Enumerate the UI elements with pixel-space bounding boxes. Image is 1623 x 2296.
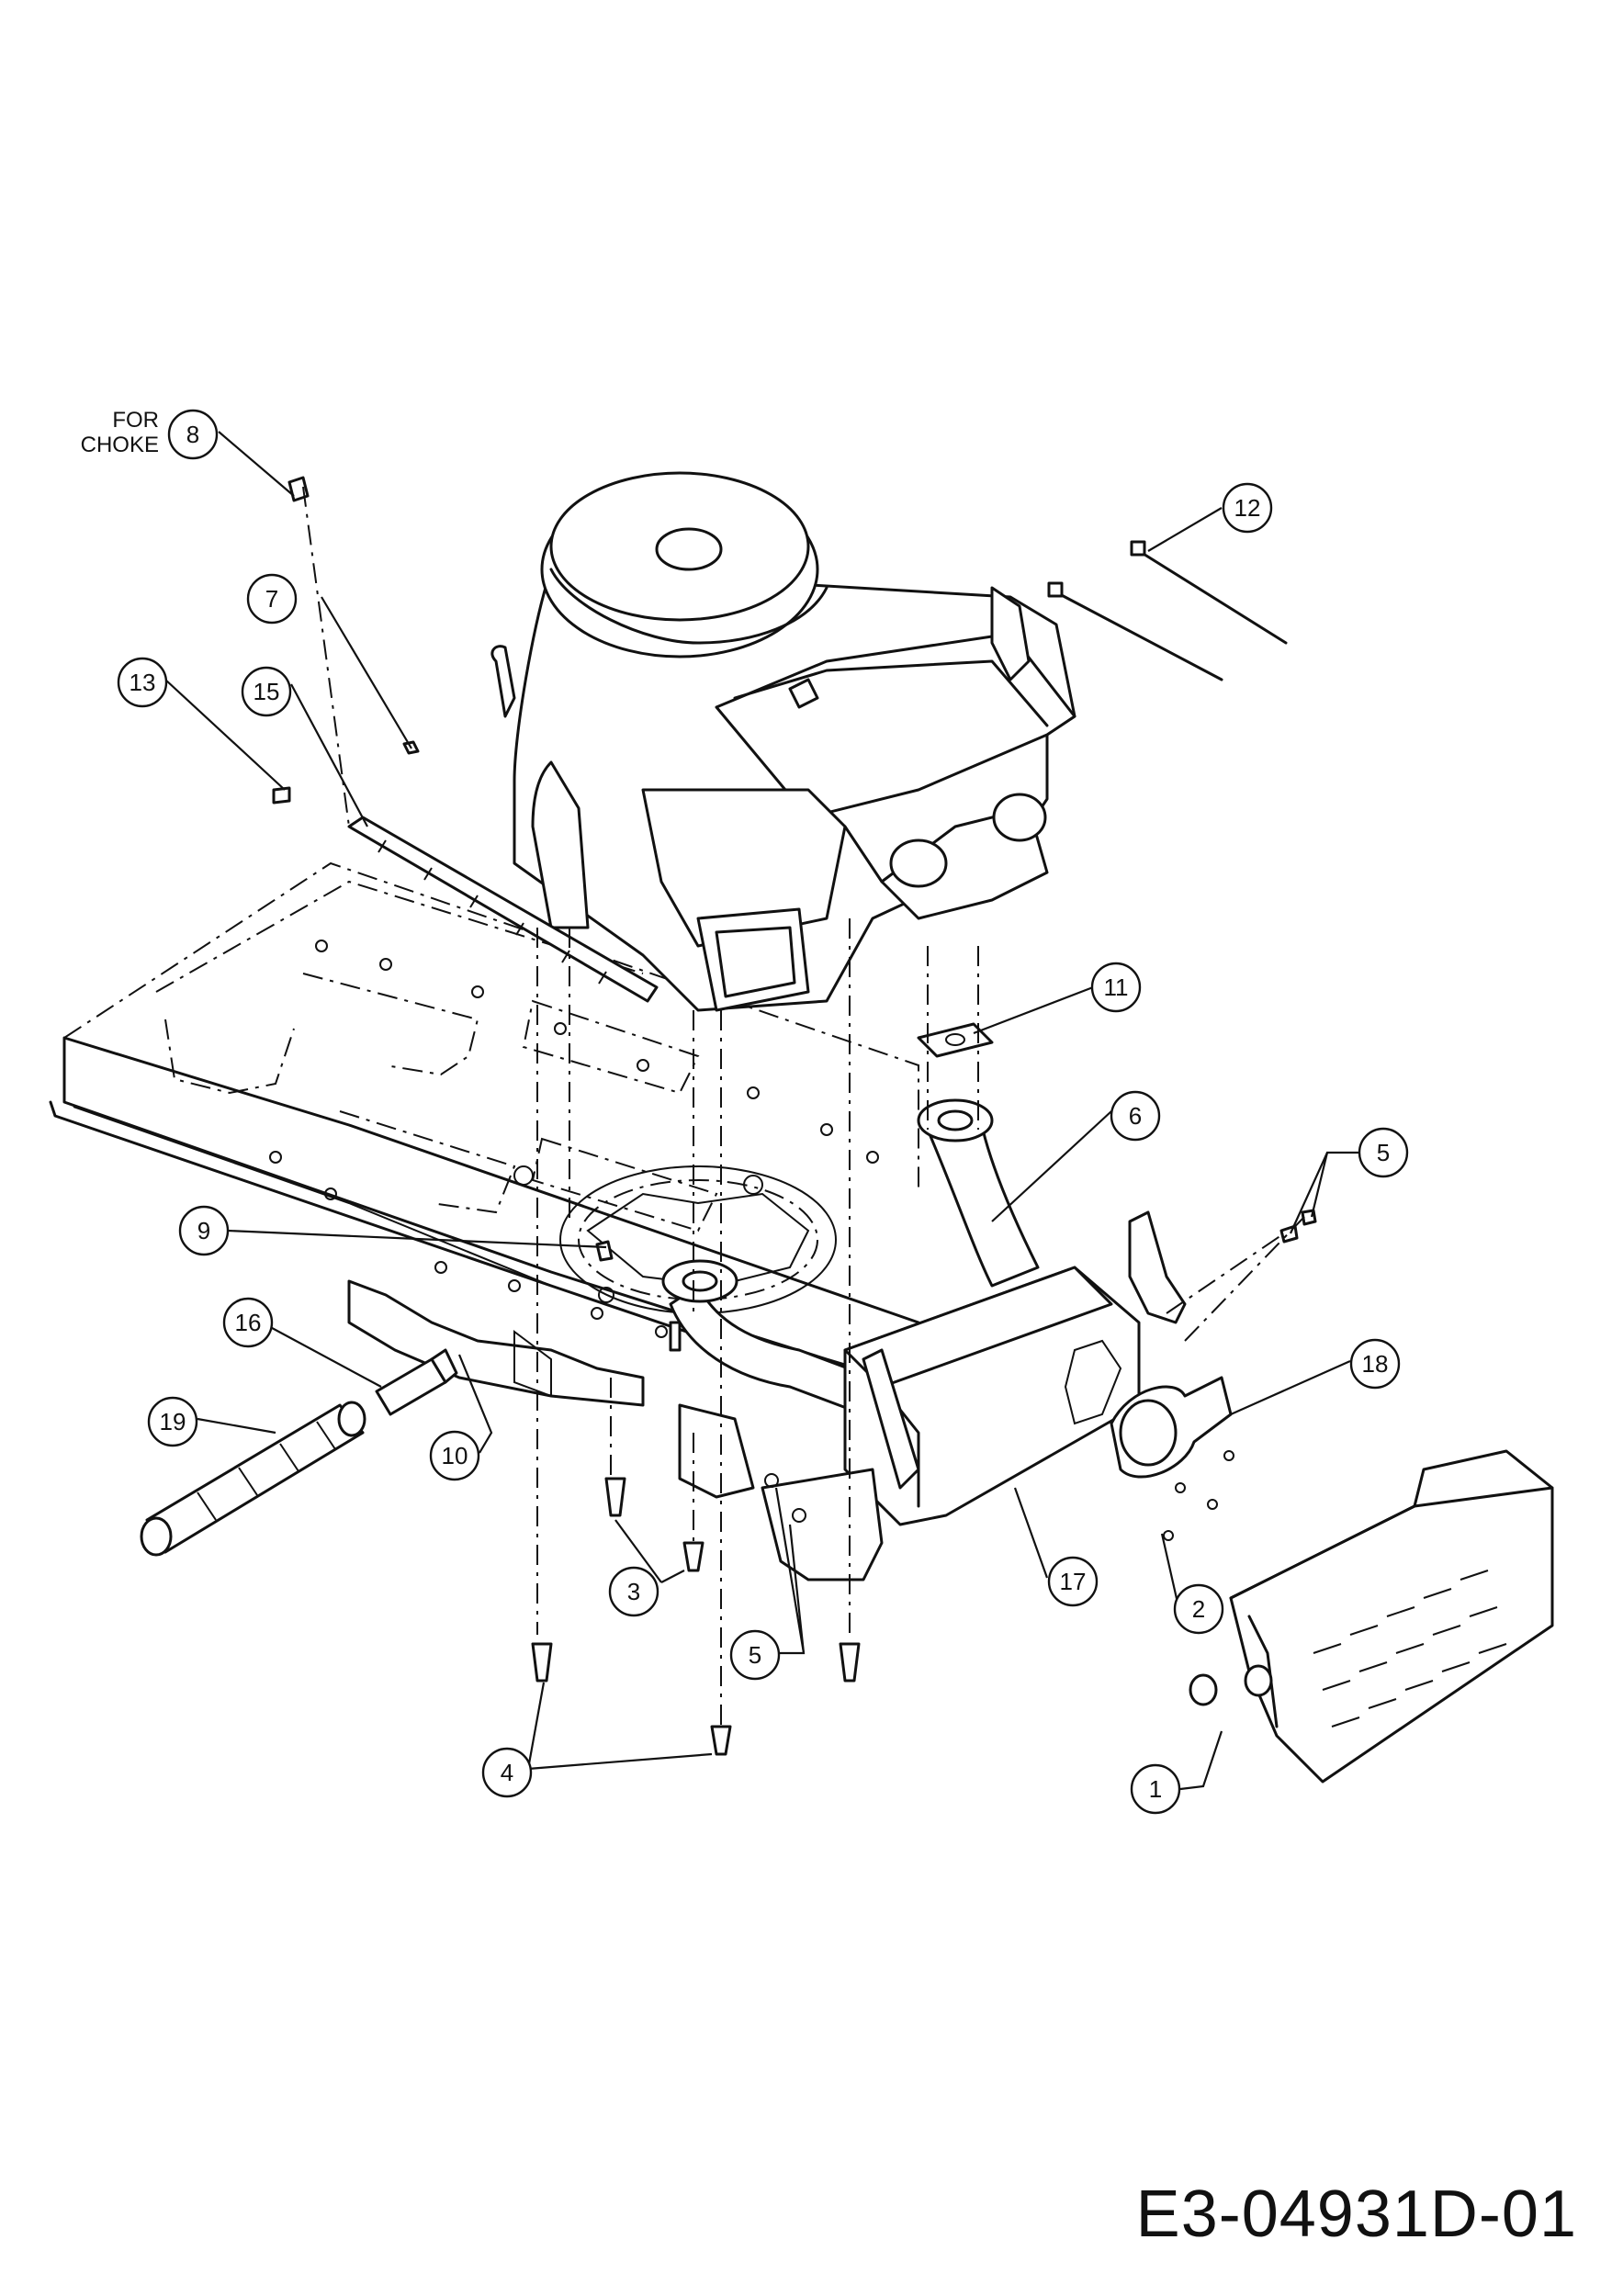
callout-8: 8: [167, 409, 219, 460]
engine: [490, 471, 1076, 1012]
callout-16: 16: [222, 1297, 274, 1348]
fitting: [375, 1348, 458, 1416]
chassis-frame: [49, 861, 920, 1499]
svg-text:2: 2: [1192, 1595, 1205, 1623]
callout-2: 2: [1173, 1583, 1224, 1635]
svg-text:16: 16: [235, 1309, 262, 1336]
callout-9: 9: [178, 1205, 230, 1256]
svg-text:13: 13: [130, 669, 156, 696]
drawing-id: E3-04931D-01: [1135, 2178, 1577, 2251]
callout-4: 4: [481, 1747, 533, 1798]
callout-5-left: 5: [729, 1629, 781, 1681]
leader-lines: [164, 431, 1359, 1791]
callout-11: 11: [1090, 962, 1142, 1013]
svg-text:10: 10: [442, 1442, 468, 1469]
hardware: [272, 476, 1317, 1756]
svg-text:18: 18: [1362, 1350, 1389, 1378]
svg-text:19: 19: [160, 1408, 186, 1435]
svg-text:4: 4: [501, 1759, 513, 1786]
frame-holes: [269, 940, 879, 1356]
callout-1: 1: [1130, 1763, 1181, 1815]
muffler: [843, 1266, 1141, 1526]
callout-10: 10: [429, 1430, 480, 1481]
callout-17: 17: [1047, 1556, 1099, 1607]
cable-ties: [1047, 540, 1288, 681]
callout-18: 18: [1349, 1338, 1401, 1390]
note-for-choke-line2: CHOKE: [81, 433, 159, 457]
svg-text:7: 7: [265, 585, 278, 613]
svg-text:11: 11: [1104, 974, 1129, 1001]
svg-text:8: 8: [186, 421, 199, 448]
assembly-lines: [302, 486, 1305, 1727]
callout-12: 12: [1222, 482, 1273, 534]
callout-19: 19: [147, 1396, 198, 1447]
note-for-choke-line1: FOR: [112, 408, 159, 433]
svg-text:15: 15: [254, 678, 280, 705]
svg-text:12: 12: [1234, 494, 1261, 522]
svg-text:17: 17: [1060, 1568, 1087, 1595]
svg-text:6: 6: [1129, 1102, 1142, 1130]
svg-text:5: 5: [749, 1641, 761, 1669]
exhaust-pipes: [661, 1098, 1040, 1416]
callout-6: 6: [1110, 1090, 1161, 1142]
tube: [140, 1401, 366, 1557]
heat-shield: [1189, 1449, 1554, 1784]
deflector: [1110, 1376, 1233, 1479]
callout-3: 3: [608, 1566, 659, 1617]
callout-13: 13: [117, 657, 168, 708]
svg-text:3: 3: [627, 1578, 640, 1605]
svg-text:5: 5: [1377, 1139, 1390, 1166]
svg-text:9: 9: [197, 1217, 210, 1244]
callout-15: 15: [241, 666, 292, 717]
gasket: [917, 1022, 994, 1058]
callout-7: 7: [246, 573, 298, 625]
callout-5-right: 5: [1358, 1127, 1409, 1178]
svg-text:1: 1: [1149, 1775, 1162, 1803]
